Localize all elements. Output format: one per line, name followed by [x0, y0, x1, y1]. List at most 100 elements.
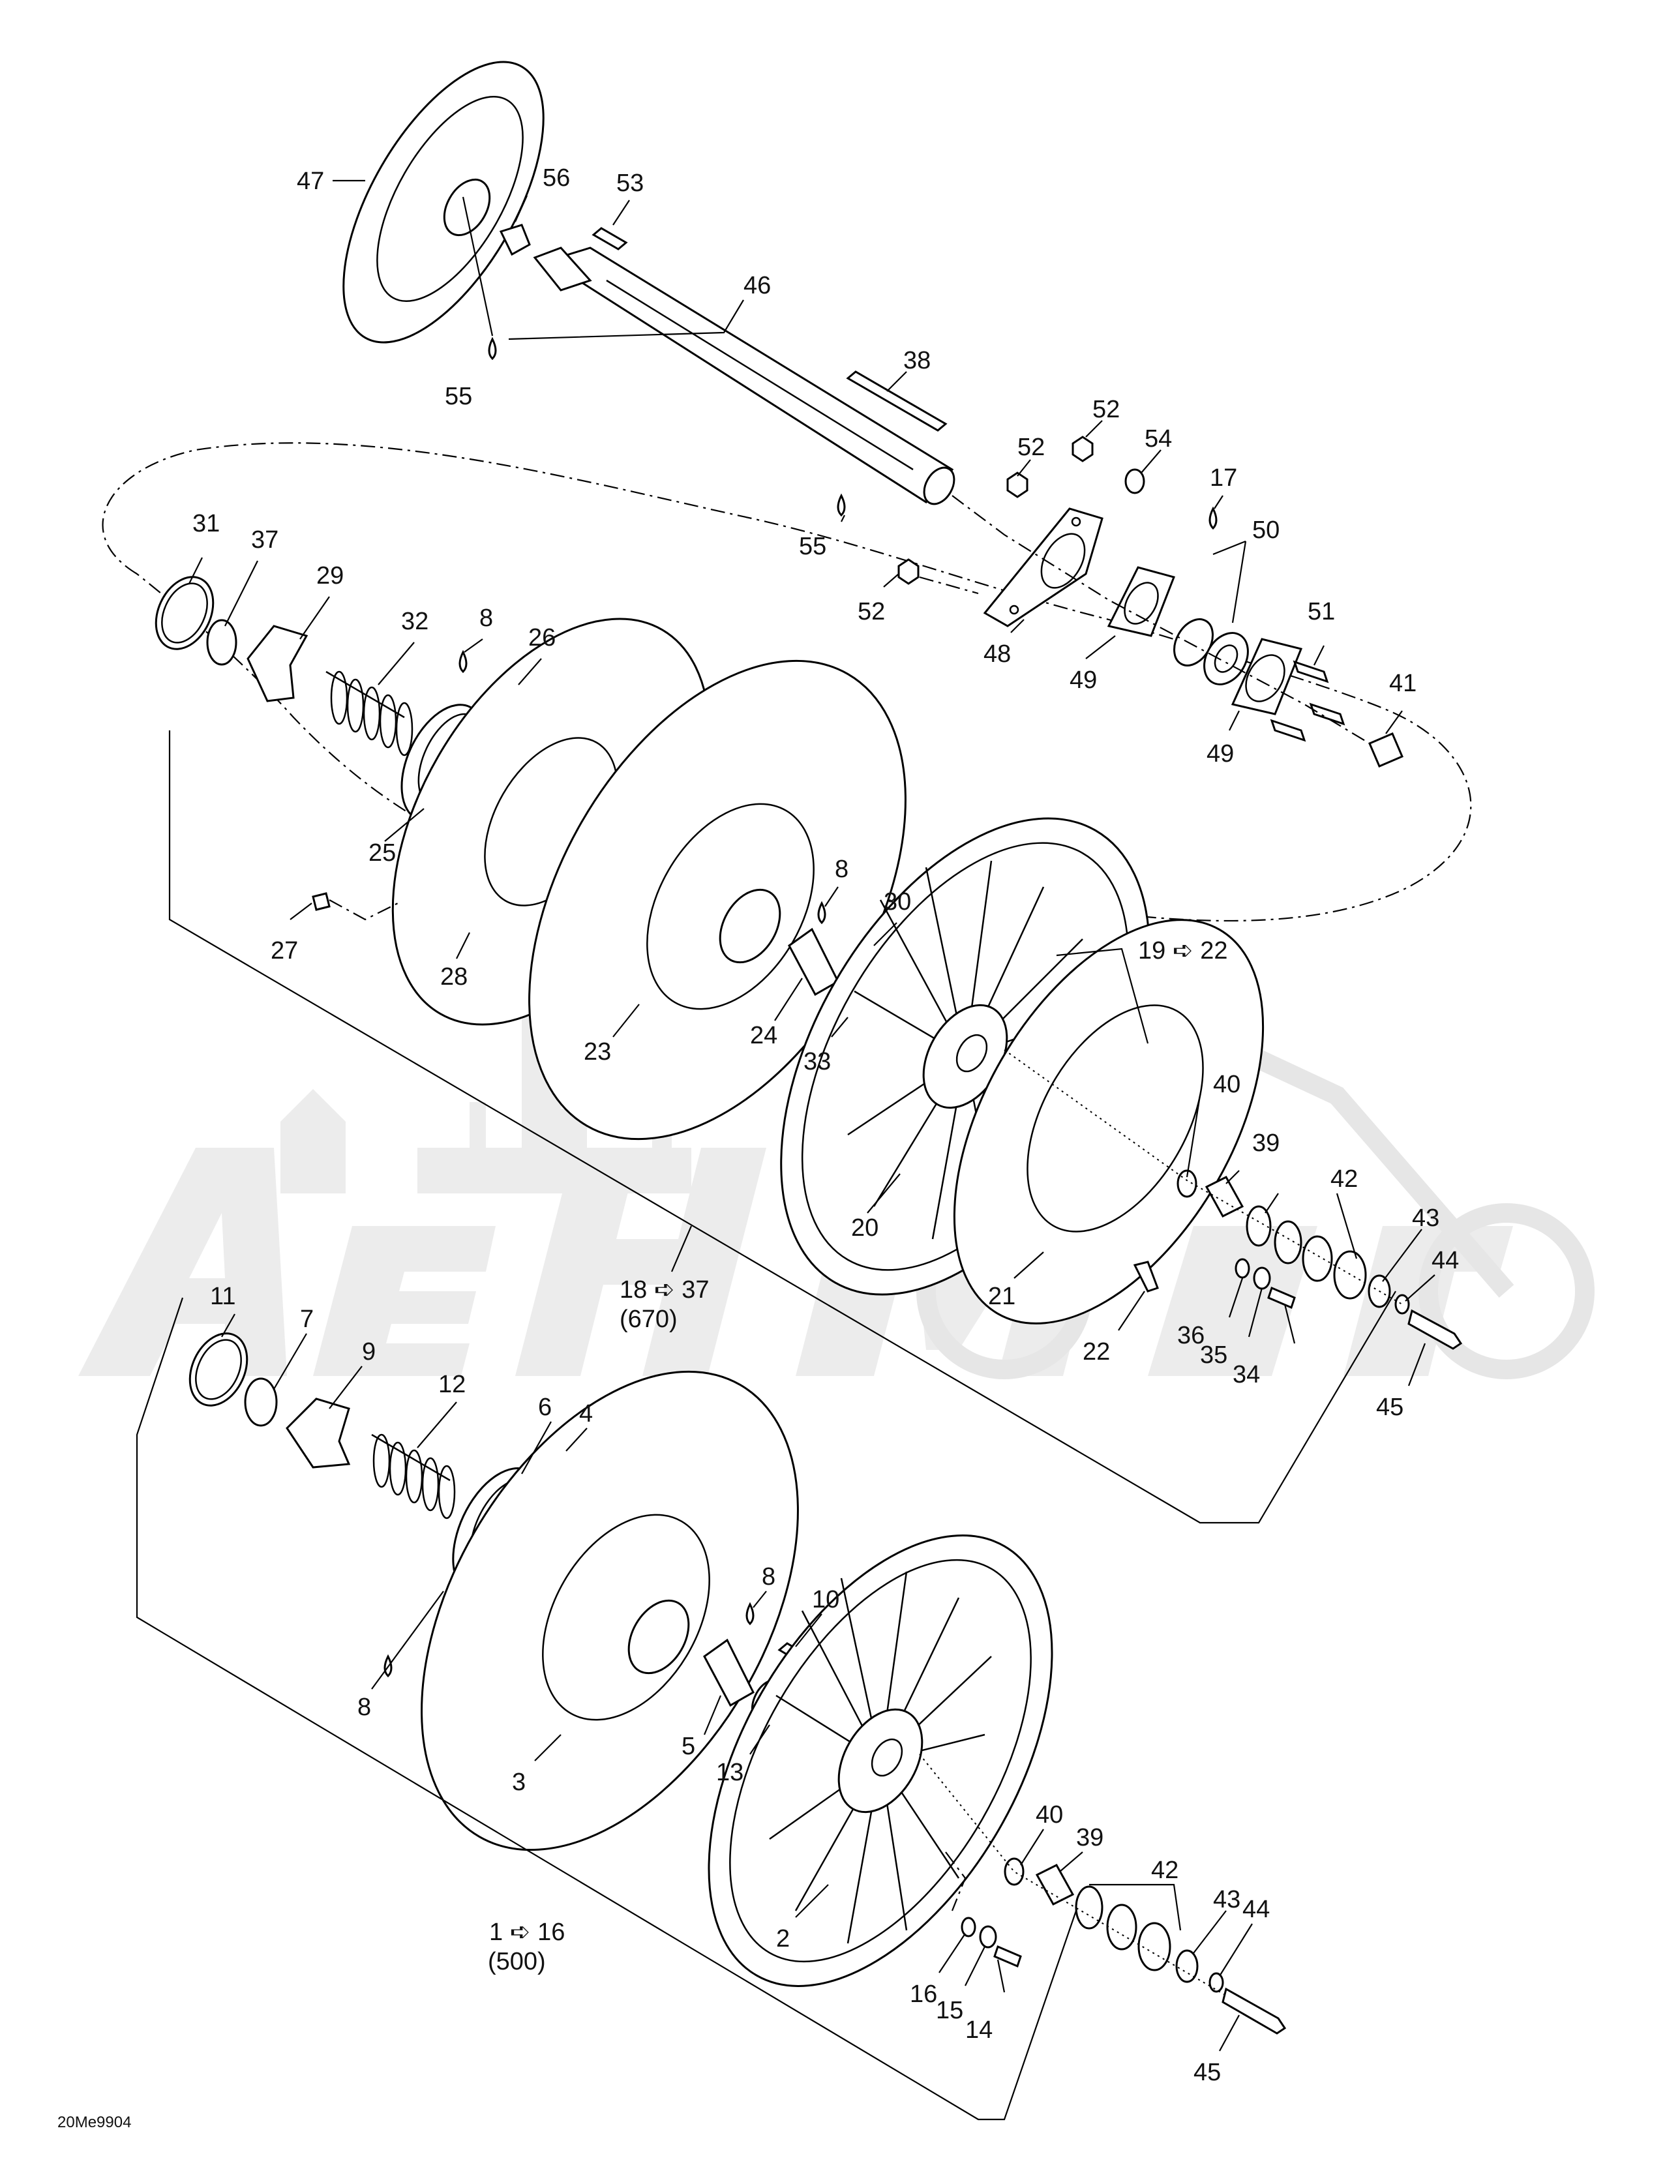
washer-43b [1175, 1949, 1199, 1983]
bushing-5 [703, 1638, 755, 1707]
cam-29 [247, 625, 308, 702]
nut-15 [979, 1925, 997, 1949]
shim-42a-3 [1302, 1235, 1333, 1282]
bolt-45b [1222, 1987, 1287, 2035]
callout-7: 7 [300, 1306, 314, 1333]
shim-42b-3 [1137, 1922, 1171, 1971]
callout-30: 30 [884, 888, 911, 916]
fixed-sheave-2 [708, 1534, 1053, 1987]
callout-50: 50 [1252, 516, 1280, 544]
callout-31: 31 [192, 510, 220, 537]
washer-44a [1394, 1294, 1410, 1315]
callout-8a: 8 [479, 605, 493, 632]
spacer-39b [1035, 1864, 1075, 1906]
grease-8c [745, 1602, 755, 1626]
pulley-670 [155, 576, 1463, 1350]
circlip-11 [188, 1332, 248, 1407]
spring-12 [371, 1433, 456, 1519]
callout-18-37: 18 ➪ 37 [620, 1276, 710, 1304]
callout-55b: 55 [799, 533, 826, 560]
callout-3: 3 [512, 1769, 526, 1796]
callout-34: 34 [1233, 1361, 1260, 1388]
bearing-plate-48 [983, 507, 1103, 627]
callout-20: 20 [851, 1214, 878, 1242]
callout-36: 36 [1177, 1322, 1205, 1349]
bushing-41 [1368, 732, 1403, 768]
sliding-sheave-3 [421, 1370, 799, 1851]
grease-55b [837, 493, 846, 517]
callout-28: 28 [440, 963, 468, 991]
callout-38: 38 [903, 347, 931, 374]
callout-27: 27 [271, 937, 298, 965]
callout-8b: 8 [835, 856, 848, 883]
spacer-56 [499, 224, 531, 256]
bearing-flange-49b [1231, 638, 1303, 715]
shim-42b-2 [1106, 1904, 1137, 1951]
washer-40b [1004, 1857, 1025, 1886]
group-brackets [136, 730, 1396, 2121]
washer-37 [206, 619, 237, 666]
callout-40a: 40 [1213, 1071, 1240, 1098]
callout-14: 14 [965, 2016, 993, 2044]
callout-29: 29 [316, 562, 344, 590]
callout-15: 15 [936, 1997, 963, 2024]
callout-49b: 49 [1207, 740, 1234, 768]
callout-51: 51 [1308, 598, 1335, 625]
callout-26: 26 [528, 624, 556, 651]
circlip-31 [155, 576, 215, 650]
callout-44a: 44 [1432, 1247, 1459, 1274]
shim-42a-4 [1333, 1250, 1367, 1300]
callout-4: 4 [579, 1400, 593, 1428]
callout-52c: 52 [858, 598, 885, 625]
callout-8c: 8 [762, 1563, 775, 1591]
callout-21: 21 [988, 1283, 1015, 1310]
spring-32 [325, 670, 413, 756]
grease-55a [488, 337, 497, 361]
callout-40b: 40 [1036, 1801, 1063, 1829]
grease-8b [817, 901, 826, 925]
callout-45a: 45 [1376, 1394, 1403, 1421]
sliding-sheave-23 [528, 659, 907, 1141]
screw-34 [1267, 1286, 1296, 1309]
cam-9 [286, 1398, 351, 1469]
callout-500: (500) [488, 1948, 546, 1975]
callout-54: 54 [1145, 425, 1172, 453]
driven-shaft-46 [533, 247, 955, 505]
washer-44b [1208, 1972, 1224, 1993]
screw-14 [993, 1945, 1022, 1968]
callout-47: 47 [297, 168, 324, 195]
callout-10: 10 [812, 1586, 839, 1613]
callout-12: 12 [438, 1371, 466, 1398]
grease-8a [458, 650, 468, 674]
callout-670: (670) [620, 1306, 678, 1333]
nut-52a [1006, 471, 1028, 498]
bolt-51a [1293, 660, 1329, 683]
callout-11: 11 [210, 1283, 235, 1310]
bearing-50 [1173, 618, 1249, 685]
screw-22 [1133, 1261, 1159, 1293]
washer-54 [1124, 468, 1145, 494]
callout-5: 5 [682, 1733, 695, 1760]
callout-35: 35 [1200, 1341, 1227, 1369]
callout-48: 48 [983, 640, 1011, 668]
fixed-sheave-47 [342, 61, 545, 344]
bolt-51b [1309, 702, 1345, 726]
callout-42b: 42 [1151, 1857, 1178, 1884]
callout-32: 32 [401, 608, 428, 635]
callout-33: 33 [803, 1048, 831, 1075]
bearing-flange-49a [1107, 566, 1176, 637]
callout-2: 2 [776, 1925, 790, 1952]
callout-labels: 47 56 53 46 55 38 52 52 54 17 55 50 52 4… [57, 164, 1459, 2131]
callout-55a: 55 [445, 383, 472, 410]
callout-24: 24 [750, 1022, 777, 1049]
nut-52c [897, 558, 920, 585]
callout-1-16: 1 ➪ 16 [489, 1919, 565, 1946]
pulley-500 [188, 1332, 1287, 2035]
callout-8d: 8 [357, 1694, 371, 1721]
callout-9: 9 [362, 1338, 376, 1366]
callout-23: 23 [584, 1038, 611, 1066]
shim-42b-1 [1075, 1885, 1103, 1930]
callout-17: 17 [1210, 464, 1237, 492]
drawing-code: 20Me9904 [57, 2114, 131, 2131]
